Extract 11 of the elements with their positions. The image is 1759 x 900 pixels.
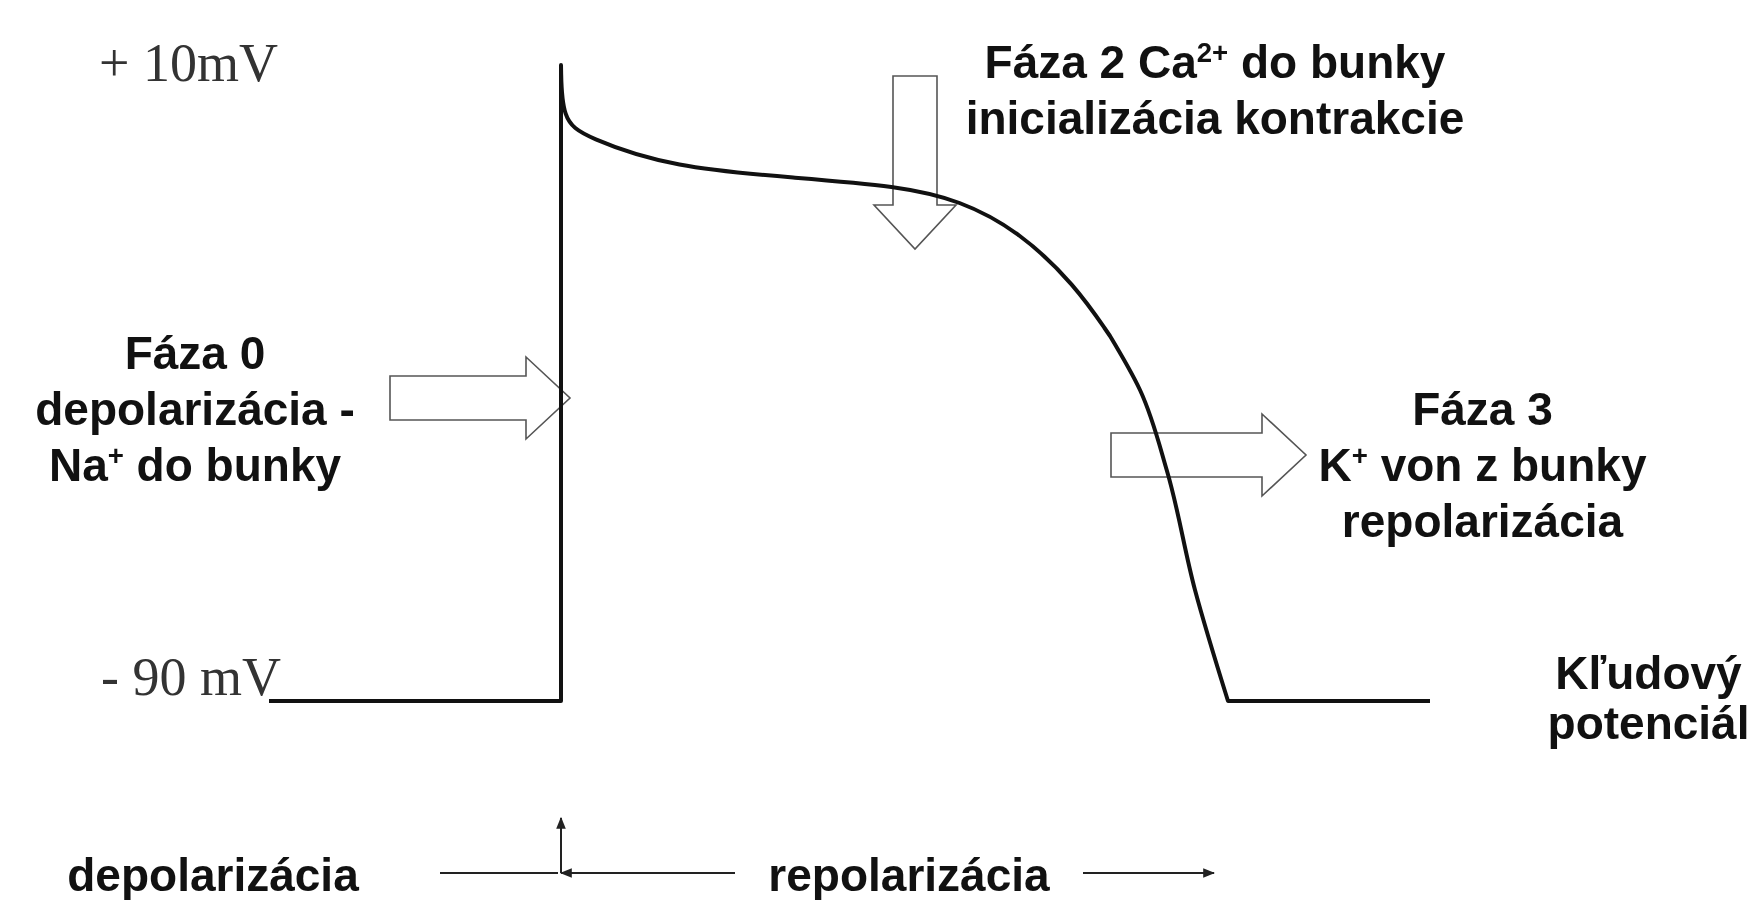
block-arrow: [1110, 412, 1308, 498]
phase-heading: Fáza 3: [1411, 382, 1554, 437]
phase-description: K$^{+}$ von z bunky repolarizácia: [1317, 438, 1648, 549]
baseline-label: Kľudový potenciál: [1546, 648, 1751, 748]
block-arrow: [389, 355, 572, 441]
axis-value-label: - 90 mV: [101, 650, 282, 704]
phase-description: depolarizácia - Na$^{+}$ do bunky: [34, 382, 356, 493]
phase-heading: Fáza 0: [123, 326, 267, 381]
axis-value-label: + 10mV: [99, 36, 279, 90]
phase-description: Fáza 2 Ca$^{2+}$ do bunky inicializácia kontrakcie: [964, 35, 1466, 146]
block-arrow: [872, 75, 958, 251]
